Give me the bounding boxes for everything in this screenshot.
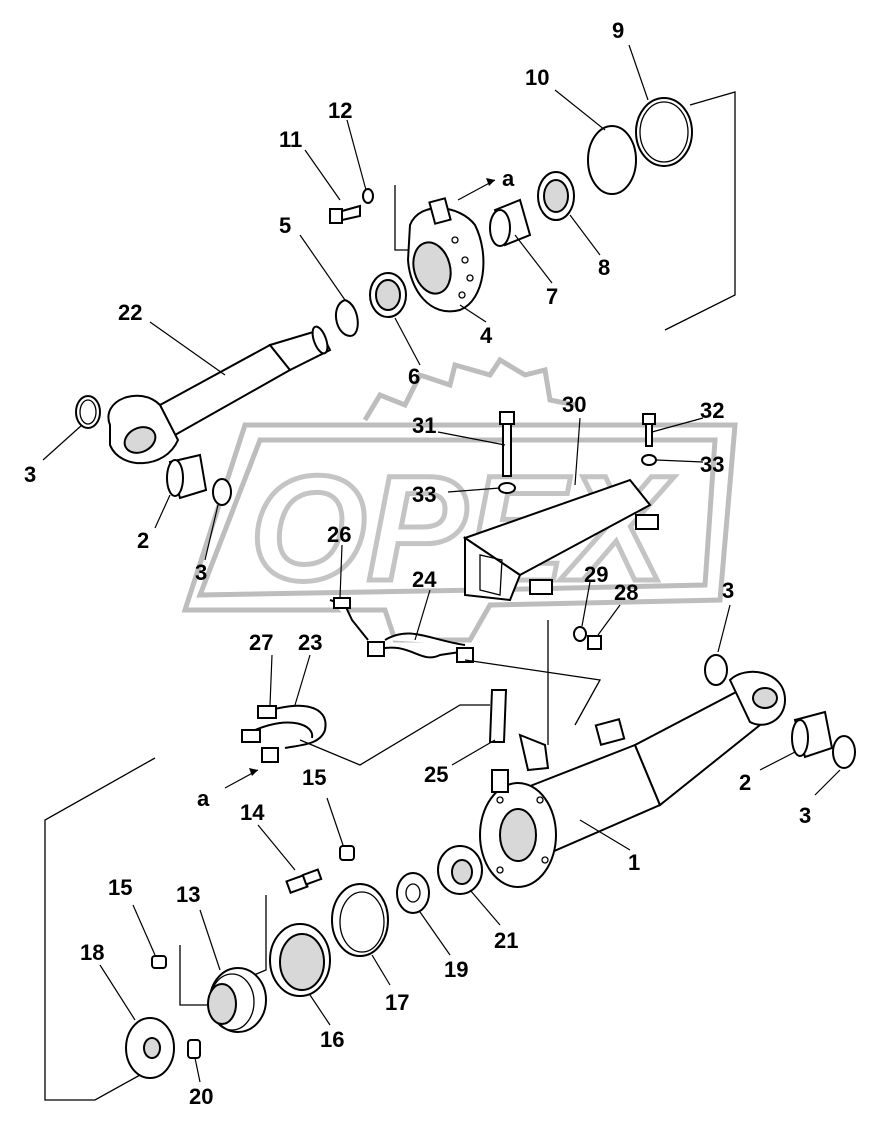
- callout-2-left: 2: [137, 528, 149, 553]
- pin-20: [187, 1039, 201, 1059]
- view-a-arrow-bottom: a: [197, 768, 259, 811]
- washer-12: [362, 188, 374, 204]
- cylinder-head: [406, 197, 485, 313]
- callout-20: 20: [189, 1084, 213, 1109]
- watermark: OPEX: [181, 356, 738, 643]
- plug-15-left: [151, 955, 167, 969]
- bolt-31: [499, 411, 515, 477]
- callout-16: 16: [320, 1027, 344, 1052]
- bracket-25: [488, 689, 550, 772]
- callout-18: 18: [80, 940, 104, 965]
- callout-31: 31: [412, 413, 436, 438]
- callout-9: 9: [612, 18, 624, 43]
- callout-3-right-top: 3: [722, 578, 734, 603]
- plug-15-right: [339, 845, 355, 861]
- callout-26: 26: [327, 522, 351, 547]
- bushing-2-right: [791, 710, 834, 759]
- callout-15-right: 15: [302, 765, 326, 790]
- seal-16: [269, 923, 331, 997]
- o-ring-9: [635, 97, 693, 167]
- callout-32: 32: [700, 398, 724, 423]
- callout-33-left: 33: [412, 482, 436, 507]
- seal-3-left-lower: [212, 478, 232, 506]
- callout-24: 24: [412, 567, 437, 592]
- view-a-arrow-top: a: [457, 166, 515, 201]
- callout-6: 6: [408, 364, 420, 389]
- washer-33-left: [498, 482, 516, 494]
- bushing-7: [489, 198, 532, 247]
- callout-17: 17: [385, 990, 409, 1015]
- leader-lines: [42, 44, 841, 1083]
- guard-30: [462, 478, 659, 602]
- ring-10: [587, 125, 637, 195]
- nut-21: [437, 845, 483, 895]
- callout-21: 21: [494, 928, 518, 953]
- callout-23: 23: [298, 630, 322, 655]
- callout-14: 14: [240, 800, 265, 825]
- pin-14: [285, 868, 323, 894]
- callout-11: 11: [279, 127, 302, 152]
- tube-26: [329, 597, 369, 641]
- nut-28: [587, 635, 602, 650]
- callout-28: 28: [614, 580, 638, 605]
- callout-7: 7: [546, 284, 558, 309]
- callout-27: 27: [249, 630, 273, 655]
- lead-line-3: [299, 704, 490, 766]
- piston-13: [207, 967, 267, 1033]
- callout-5: 5: [279, 213, 291, 238]
- callouts: 9 10 11 12 5 8 7 4 6 22 3 2 3 30 31 32 3…: [24, 18, 811, 1109]
- seal-3-right: [832, 735, 856, 769]
- callout-1: 1: [628, 850, 640, 875]
- piston-rod: [107, 325, 332, 465]
- callout-8: 8: [598, 255, 610, 280]
- callout-12: 12: [328, 98, 352, 123]
- callout-22: 22: [118, 300, 142, 325]
- washer-29: [573, 626, 587, 642]
- callout-3-right-bottom: 3: [799, 803, 811, 828]
- watermark-text: OPEX: [250, 444, 675, 612]
- callout-15-left: 15: [108, 875, 132, 900]
- callout-4: 4: [480, 323, 493, 348]
- snap-ring-5: [335, 299, 359, 338]
- callout-13: 13: [176, 882, 200, 907]
- lead-line-2: [464, 659, 602, 726]
- ring-17: [331, 883, 389, 957]
- spacer-19: [396, 872, 430, 914]
- washer-33-right: [641, 454, 657, 466]
- seal-8: [537, 171, 575, 221]
- cylinder-tube-1: [479, 670, 787, 888]
- plate-18: [125, 1017, 175, 1079]
- bolt-11: [329, 204, 361, 224]
- view-a-label-bottom: a: [197, 786, 210, 811]
- bolt-32: [642, 413, 656, 447]
- callout-10: 10: [525, 65, 549, 90]
- callout-19: 19: [444, 957, 468, 982]
- boundary-lines: [44, 91, 736, 1101]
- bushing-6: [369, 272, 407, 318]
- callout-29: 29: [584, 562, 608, 587]
- seal-3-left: [75, 395, 101, 429]
- hose-24: [367, 632, 474, 663]
- tube-23: [254, 704, 327, 749]
- bushing-2-left: [166, 453, 208, 500]
- callout-25: 25: [424, 762, 448, 787]
- callout-3-left-bottom: 3: [195, 560, 207, 585]
- callout-30: 30: [562, 392, 586, 417]
- callout-3-left-top: 3: [24, 462, 36, 487]
- callout-33-right: 33: [700, 452, 724, 477]
- seal-3-right-top: [704, 654, 728, 686]
- fitting-27: [241, 705, 279, 763]
- callout-2-right: 2: [739, 770, 751, 795]
- view-a-label: a: [502, 166, 515, 191]
